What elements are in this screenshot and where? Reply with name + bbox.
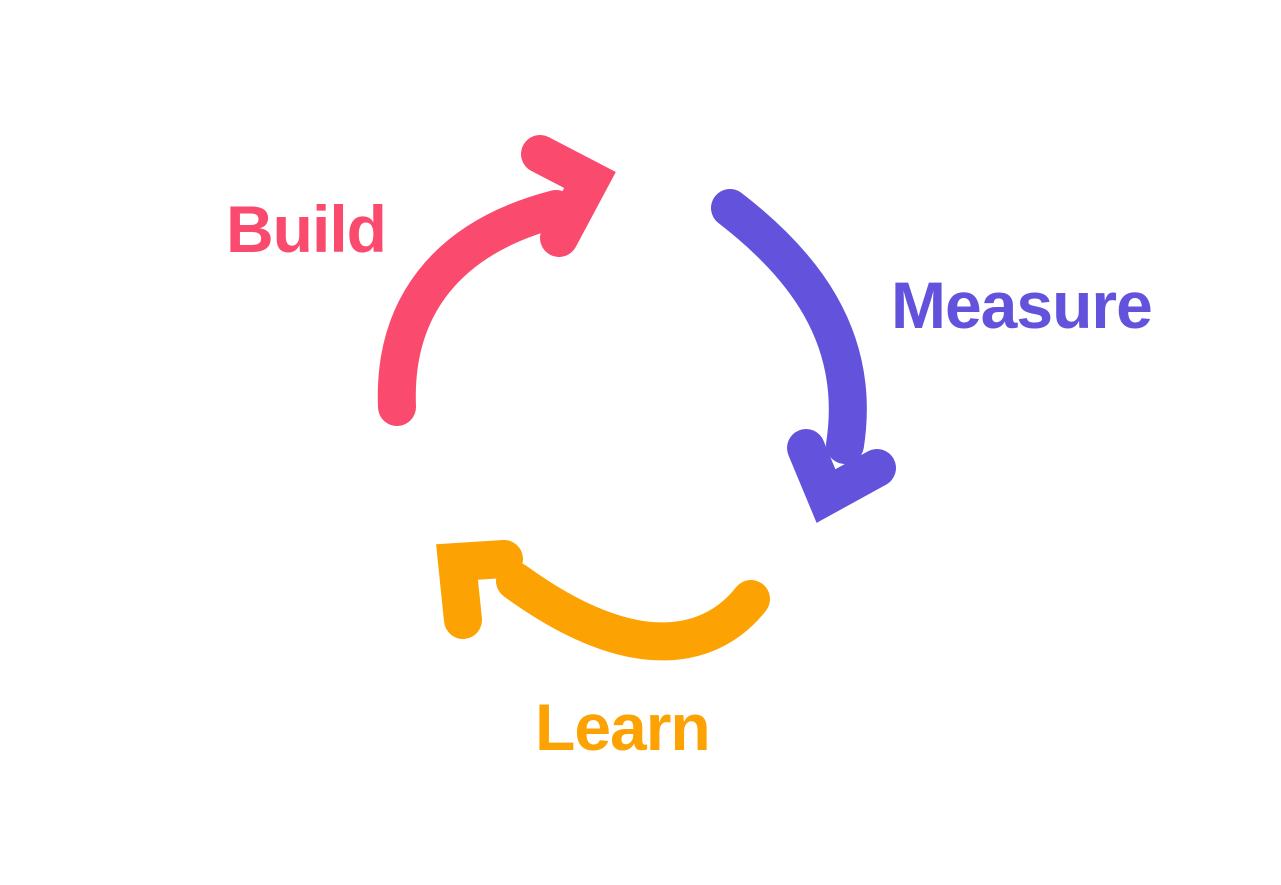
- build-arrow-head: [521, 135, 616, 257]
- learn-arrow-curve: [496, 562, 770, 661]
- learn-arrow-head: [436, 540, 523, 639]
- measure-label: Measure: [891, 268, 1153, 342]
- learn-label: Learn: [535, 690, 711, 764]
- measure-arrow-icon: [711, 189, 896, 523]
- measure-arrow-head: [787, 429, 896, 523]
- build-label: Build: [226, 192, 387, 266]
- measure-arrow-curve: [711, 189, 867, 464]
- build-arrow-icon: [377, 135, 616, 426]
- learn-arrow-icon: [436, 540, 770, 661]
- build-arrow-curve: [377, 190, 575, 426]
